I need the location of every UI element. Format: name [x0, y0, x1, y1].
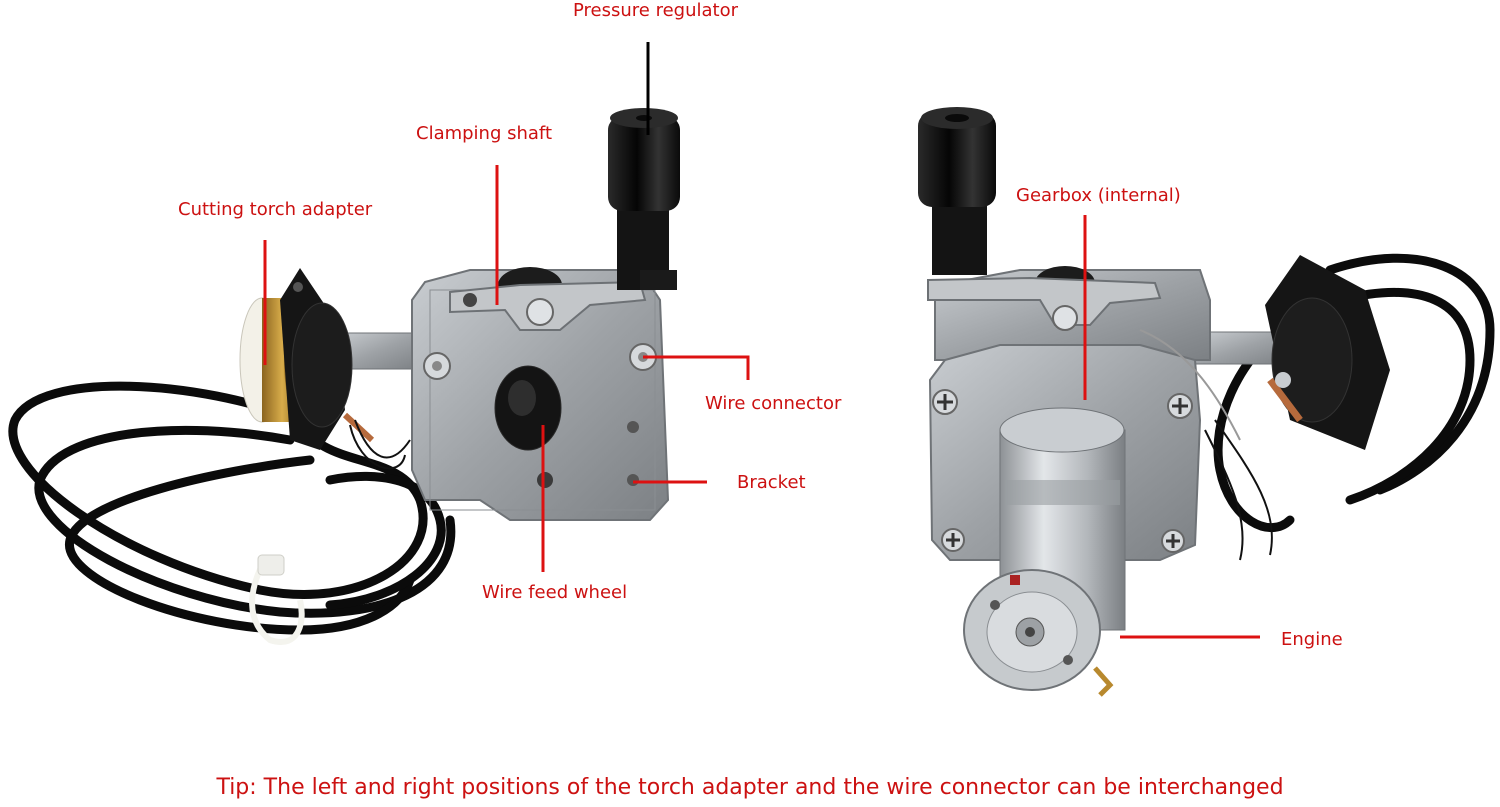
- right-clamping-lever: [927, 276, 1162, 326]
- label-pressure-regulator: Pressure regulator: [573, 0, 738, 21]
- right-pressure-regulator: [918, 107, 996, 275]
- leader-lines: [263, 42, 1260, 639]
- label-cutting-torch-adapter: Cutting torch adapter: [178, 199, 373, 220]
- label-wire-feed-wheel: Wire feed wheel: [482, 582, 628, 603]
- left-contacts: [342, 412, 411, 470]
- left-feeder-unit: [8, 108, 680, 645]
- right-engine: [963, 407, 1126, 697]
- label-clamping-shaft: Clamping shaft: [416, 123, 553, 144]
- left-screws: [423, 343, 657, 488]
- tip-note: Tip: The left and right positions of the…: [216, 775, 1284, 800]
- left-hose: [8, 381, 456, 635]
- left-torch-adapter: [239, 268, 353, 450]
- leader-wire-connector: [643, 355, 750, 380]
- left-pressure-regulator: [608, 108, 680, 290]
- label-wire-connector: Wire connector: [705, 393, 842, 414]
- right-gearbox-screws: [932, 389, 1193, 553]
- label-engine: Engine: [1281, 629, 1343, 650]
- label-bracket: Bracket: [737, 472, 806, 493]
- left-zip-tie: [249, 554, 305, 645]
- right-torch-adapter: [1265, 255, 1390, 450]
- label-gearbox: Gearbox (internal): [1016, 185, 1181, 206]
- right-feeder-unit: [918, 107, 1495, 697]
